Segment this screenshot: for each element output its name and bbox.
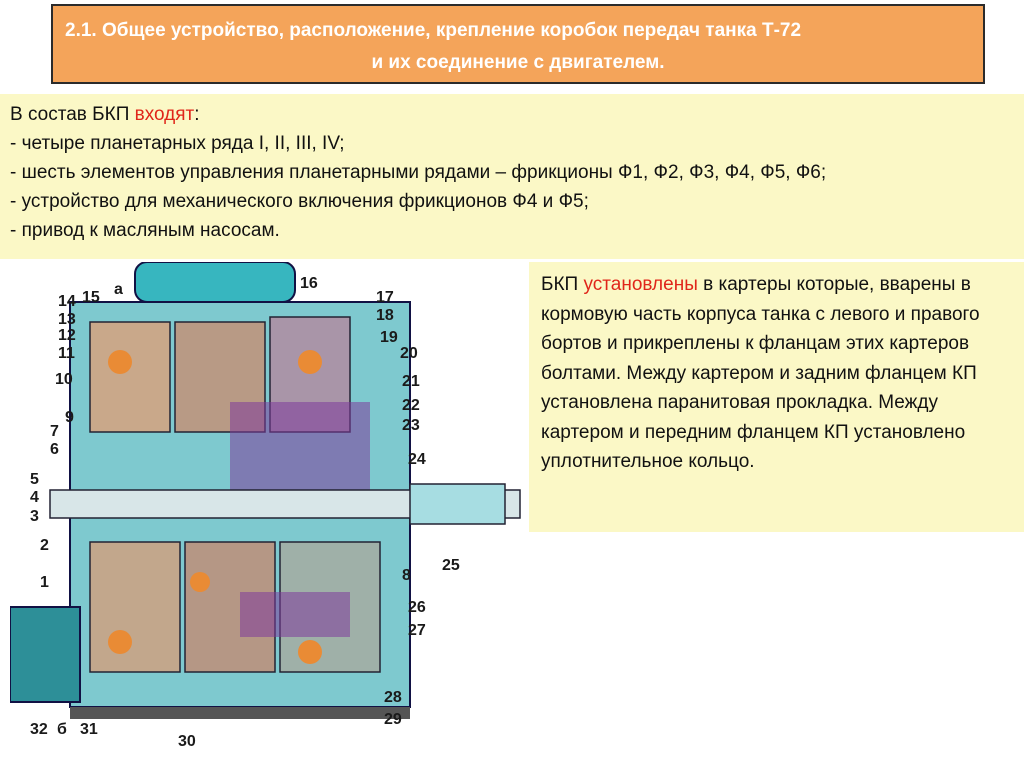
title-line-2: и их соединение с двигателем. xyxy=(371,52,665,73)
callout-27: 27 xyxy=(408,622,426,639)
callout-28: 28 xyxy=(384,689,402,706)
installation-accent: установлены xyxy=(583,274,698,295)
callout-12: 12 xyxy=(58,327,76,344)
callout-2: 2 xyxy=(40,537,49,554)
callout-11: 11 xyxy=(58,345,75,362)
gearbox-body xyxy=(10,262,521,719)
callout-17: 17 xyxy=(376,289,394,306)
installation-text: БКП xyxy=(541,274,584,295)
callout-18: 18 xyxy=(376,307,394,324)
composition-panel: В состав БКП входят: - четыре планетарны… xyxy=(0,94,1024,259)
callout-26: 26 xyxy=(408,599,426,616)
callout-15: 15 xyxy=(82,289,100,306)
slide-title: 2.1. Общее устройство, расположение, кре… xyxy=(51,4,985,84)
callout-7: 7 xyxy=(50,423,59,440)
callout-4: 4 xyxy=(30,489,39,506)
installation-text-rest: в картеры которые, вварены в кормовую ча… xyxy=(541,274,980,472)
callout-20: 20 xyxy=(400,345,418,362)
title-line-1: 2.1. Общее устройство, расположение, кре… xyxy=(65,20,802,41)
composition-intro: В состав БКП входят: xyxy=(10,100,1014,129)
callout-32: 32 xyxy=(30,721,48,738)
intro-colon: : xyxy=(194,104,200,125)
composition-item: - четыре планетарных ряда I, II, III, IV… xyxy=(10,133,345,154)
callout-23: 23 xyxy=(402,417,420,434)
callout-9: 9 xyxy=(65,409,74,426)
callout-a: а xyxy=(114,281,123,298)
callout-labels: 1 2 3 4 5 6 7 8 9 10 11 12 13 14 15 16 1… xyxy=(30,275,460,750)
callout-30: 30 xyxy=(178,733,196,750)
intro-text: В состав БКП xyxy=(10,104,135,125)
callout-25: 25 xyxy=(442,557,460,574)
gearbox-cross-section-drawing: 1 2 3 4 5 6 7 8 9 10 11 12 13 14 15 16 1… xyxy=(10,262,521,750)
callout-b: б xyxy=(57,721,67,738)
callout-1: 1 xyxy=(40,574,49,591)
callout-3: 3 xyxy=(30,508,39,525)
callout-24: 24 xyxy=(408,451,426,468)
callout-16: 16 xyxy=(300,275,318,292)
installation-panel: БКП установлены в картеры которые, вваре… xyxy=(529,262,1024,532)
intro-accent: входят xyxy=(134,104,195,125)
callout-14: 14 xyxy=(58,293,76,310)
callout-21: 21 xyxy=(402,373,420,390)
callout-8: 8 xyxy=(402,567,411,584)
callout-5: 5 xyxy=(30,471,39,488)
callout-19: 19 xyxy=(380,329,398,346)
callout-31: 31 xyxy=(80,721,98,738)
composition-item: - устройство для механического включения… xyxy=(10,191,589,212)
callout-6: 6 xyxy=(50,441,59,458)
composition-item: - шесть элементов управления планетарным… xyxy=(10,162,827,183)
callout-13: 13 xyxy=(58,311,76,328)
callout-10: 10 xyxy=(55,371,73,388)
callout-22: 22 xyxy=(402,397,420,414)
callout-29: 29 xyxy=(384,711,402,728)
composition-item: - привод к масляным насосам. xyxy=(10,220,280,241)
